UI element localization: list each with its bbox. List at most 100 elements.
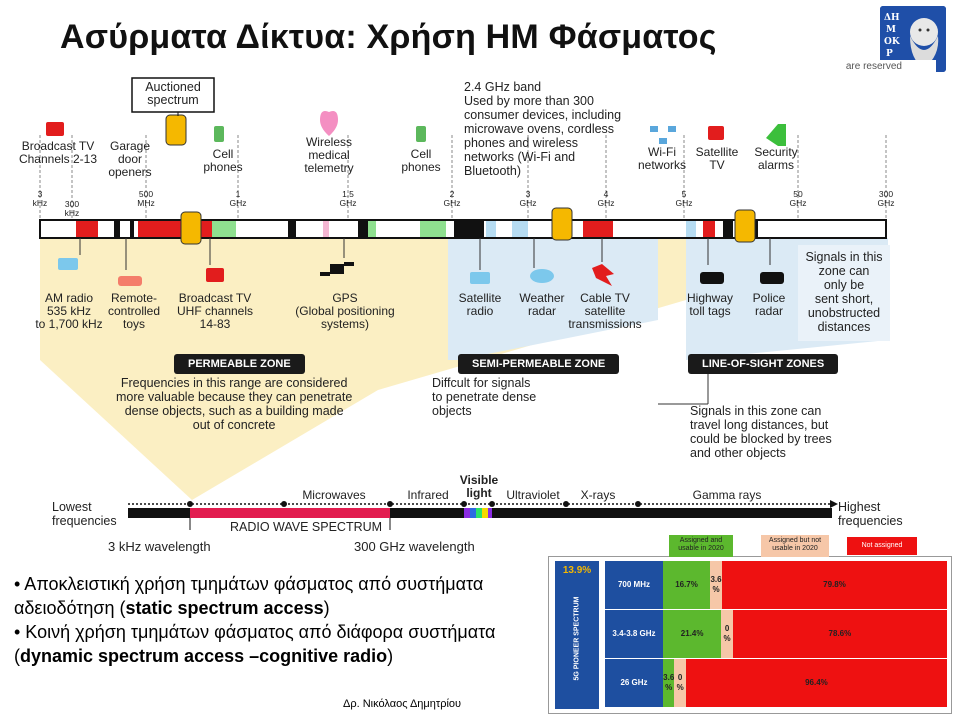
satellite-tv-icon xyxy=(708,126,724,140)
top-label-cell-2: Cell phones xyxy=(401,147,441,174)
legend-not-assigned: Not assigned xyxy=(847,537,917,555)
band-x-rays: X-rays xyxy=(580,488,616,502)
svg-text:ΔΗ: ΔΗ xyxy=(884,13,900,23)
tick-label: 1 GHz xyxy=(229,189,247,208)
tick-label: 2 GHz xyxy=(443,189,461,208)
pioneer-spectrum-chart: 13.9% 5G PIONEER SPECTRUM Assigned and u… xyxy=(548,535,952,714)
toll-car-icon xyxy=(700,272,724,284)
band-infrared: Infrared xyxy=(407,488,449,502)
pioneer-seg-assigned-not-usable: 0 % xyxy=(721,610,733,658)
svg-text:Μ: Μ xyxy=(886,25,896,35)
wavelength-right: 300 GHz wavelength xyxy=(354,539,475,554)
phone-icon-2 xyxy=(416,126,426,142)
pioneer-seg-assigned-usable: 21.4% xyxy=(663,610,722,658)
permeable-zone-text: Frequencies in this range are considered… xyxy=(116,376,353,432)
band-microwaves: Microwaves xyxy=(302,488,366,502)
bottom-label-gps: GPS (Global positioning systems) xyxy=(295,291,395,331)
pioneer-side-label: 5G PIONEER SPECTRUM xyxy=(573,596,581,681)
legend-assigned-usable: Assigned and usable in 2020 xyxy=(669,535,733,557)
band-gamma-rays: Gamma rays xyxy=(692,488,762,502)
bottom-label-uhf: Broadcast TV UHF channels 14-83 xyxy=(176,291,254,331)
pioneer-seg-not-assigned: 96.4% xyxy=(685,659,947,707)
tick-label: 1.5 GHz xyxy=(339,189,357,208)
toy-car-icon xyxy=(118,276,142,286)
short-distance-note: Signals in this zone can only be sent sh… xyxy=(805,250,883,334)
wavelength-left: 3 kHz wavelength xyxy=(108,539,211,554)
radio-wave-spectrum-label: RADIO WAVE SPECTRUM xyxy=(229,520,383,534)
pioneer-seg-assigned-usable: 16.7% xyxy=(663,561,711,609)
highest-frequencies-label: Highest frequencies xyxy=(838,500,903,528)
pioneer-seg-not-assigned: 78.6% xyxy=(732,610,947,658)
diagram-graphics xyxy=(39,77,890,530)
tick-label: 3 kHz xyxy=(32,189,48,208)
pioneer-seg-assigned-not-usable: 3.6 % xyxy=(710,561,722,609)
bottom-label-toll: Highway toll tags xyxy=(686,291,734,318)
satellite-radio-icon xyxy=(470,272,490,284)
bottom-label-toys: Remote- controlled toys xyxy=(107,291,161,331)
top-label-broadcast-tv: Broadcast TV Channels 2-13 xyxy=(18,139,98,166)
bottom-label-police: Police radar xyxy=(752,291,786,318)
am-radio-icon xyxy=(58,258,78,270)
frequency-bar xyxy=(39,219,887,239)
tick-label: 300 kHz xyxy=(64,199,80,218)
top-cut-text: are reserved xyxy=(845,61,902,72)
cable-satellite-icon xyxy=(592,264,614,286)
tick-label: 5 GHz xyxy=(675,189,693,208)
gps-satellite-icon xyxy=(320,262,354,276)
em-spectrum xyxy=(128,500,838,530)
svg-text:Ρ: Ρ xyxy=(886,49,893,59)
semi-permeable-zone-badge: SEMI-PERMEABLE ZONE xyxy=(458,354,620,374)
tv-icon xyxy=(46,122,64,136)
pioneer-side-bar: 13.9% 5G PIONEER SPECTRUM xyxy=(555,561,599,709)
top-label-medical: Wireless medical telemetry xyxy=(304,135,354,175)
top-label-cell-1: Cell phones xyxy=(203,147,243,174)
tick-label: 50 GHz xyxy=(789,189,807,208)
band-24ghz-label: 2.4 GHz band Used by more than 300 consu… xyxy=(464,80,622,178)
legend-assigned-not-usable: Assigned but not usable in 2020 xyxy=(761,535,829,557)
tick-label: 500 MHz xyxy=(137,189,155,208)
pioneer-row-band: 700 MHz xyxy=(605,561,663,609)
alarm-icon xyxy=(766,124,786,146)
line-of-sight-zone-text: Signals in this zone can travel long dis… xyxy=(690,404,832,460)
bullet-item: • Κοινή χρήση τμημάτων φάσματος από διάφ… xyxy=(14,622,496,666)
bullet-item: • Αποκλειστική χρήση τμημάτων φάσματος α… xyxy=(14,574,484,618)
tick-label: 300 GHz xyxy=(877,189,895,208)
slide-title: Ασύρματα Δίκτυα: Χρήση ΗΜ Φάσματος xyxy=(60,18,717,56)
uhf-tv-icon xyxy=(206,268,224,282)
pioneer-seg-assigned-usable: 3.6 % xyxy=(663,659,675,707)
top-label-garage: Garage door openers xyxy=(108,139,152,179)
bottom-label-weather: Weather radar xyxy=(519,291,565,318)
pioneer-side-percentage: 13.9% xyxy=(562,565,592,576)
tick-label: 3 GHz xyxy=(519,189,537,208)
band-visible-light: Visible light xyxy=(459,473,499,500)
pioneer-seg-not-assigned: 79.8% xyxy=(722,561,947,609)
heart-icon xyxy=(320,111,338,136)
bullet-list: • Αποκλειστική χρήση τμημάτων φάσματος α… xyxy=(14,572,534,668)
pioneer-seg-assigned-not-usable: 0 % xyxy=(674,659,686,707)
top-label-wifi: Wi-Fi networks xyxy=(637,145,687,172)
band-ultraviolet: Ultraviolet xyxy=(506,488,560,502)
network-icon xyxy=(650,126,676,144)
top-label-security: Security alarms xyxy=(754,145,798,172)
spectrum-diagram: are reserved Auctioned spectrum 2.4 GHz … xyxy=(18,60,936,553)
tick-label: 4 GHz xyxy=(597,189,615,208)
top-label-satellite-tv: Satellite TV xyxy=(695,145,739,172)
bottom-label-am-radio: AM radio 535 kHz to 1,700 kHz xyxy=(35,291,103,331)
line-of-sight-zone-badge: LINE-OF-SIGHT ZONES xyxy=(688,354,839,374)
bottom-label-cable: Cable TV satellite transmissions xyxy=(568,291,642,331)
svg-text:ΟΚ: ΟΚ xyxy=(884,37,901,47)
permeable-zone-badge: PERMEABLE ZONE xyxy=(174,354,305,374)
auctioned-spectrum-label: Auctioned spectrum xyxy=(145,80,201,107)
weather-cloud-icon xyxy=(530,269,554,283)
police-car-icon xyxy=(760,272,784,284)
footer-author: Δρ. Νικόλαος Δημητρίου xyxy=(343,698,462,710)
bottom-label-satellite-radio: Satellite radio xyxy=(458,291,502,318)
lowest-frequencies-label: Lowest frequencies xyxy=(52,500,117,528)
semi-permeable-zone-text: Diffcult for signals to penetrate dense … xyxy=(432,376,537,418)
pioneer-row-band: 26 GHz xyxy=(605,659,663,707)
pioneer-row-band: 3.4-3.8 GHz xyxy=(605,610,663,658)
